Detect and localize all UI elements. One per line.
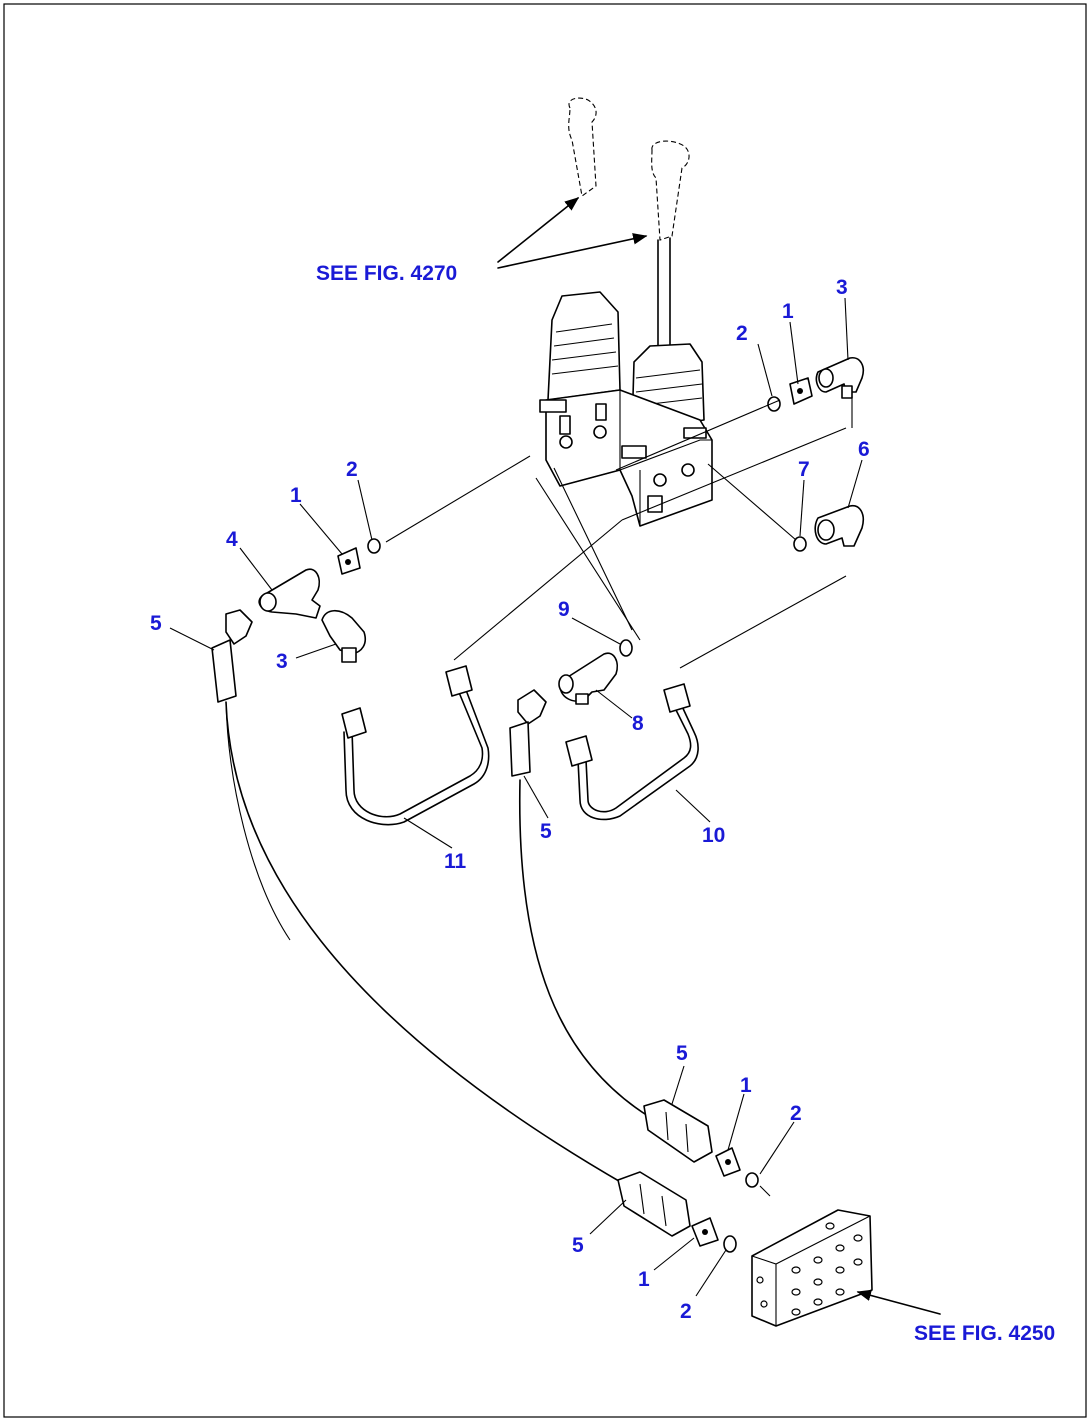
elbow bbox=[815, 356, 865, 399]
phantom-lines bbox=[385, 396, 853, 669]
reference-arrow bbox=[856, 1289, 941, 1315]
callout-numbers: 3 1 2 6 7 2 1 4 5 3 9 8 5 11 10 5 1 2 5 … bbox=[150, 276, 870, 1323]
tube-11 bbox=[341, 665, 490, 826]
callout-7: 7 bbox=[798, 458, 810, 481]
callout-10: 10 bbox=[702, 824, 725, 847]
callout-8: 8 bbox=[632, 712, 644, 735]
elbow-6 bbox=[814, 504, 865, 547]
reference-arrow bbox=[497, 233, 648, 269]
lever-left bbox=[568, 97, 597, 197]
manifold-block bbox=[751, 1209, 873, 1327]
hose bbox=[518, 779, 649, 1117]
drawing-frame bbox=[3, 3, 1087, 1418]
callout-4: 4 bbox=[226, 528, 238, 551]
callout-5: 5 bbox=[540, 820, 552, 843]
adapter bbox=[337, 547, 361, 575]
callout-2: 2 bbox=[736, 322, 748, 345]
tee-8 bbox=[558, 652, 619, 705]
o-ring bbox=[767, 396, 781, 412]
reference-arrow bbox=[497, 197, 580, 263]
o-ring bbox=[723, 1235, 737, 1253]
adapter bbox=[691, 1217, 719, 1247]
callout-9: 9 bbox=[558, 598, 570, 621]
callout-leaders bbox=[169, 297, 863, 1297]
hose-end-left bbox=[211, 609, 253, 703]
reference-label-bottom: SEE FIG. 4250 bbox=[914, 1322, 1055, 1345]
tube-10 bbox=[565, 683, 699, 821]
callout-2: 2 bbox=[346, 458, 358, 481]
callout-5: 5 bbox=[676, 1042, 688, 1065]
adapter bbox=[715, 1147, 741, 1177]
hose bbox=[225, 701, 625, 1185]
callout-3: 3 bbox=[836, 276, 848, 299]
hose-end-centre bbox=[509, 689, 547, 777]
o-ring bbox=[367, 538, 381, 554]
callout-5: 5 bbox=[150, 612, 162, 635]
callout-1: 1 bbox=[638, 1268, 650, 1291]
callout-1: 1 bbox=[290, 484, 302, 507]
callout-2: 2 bbox=[790, 1102, 802, 1125]
pilot-valve-assembly bbox=[539, 291, 713, 527]
tee-4 bbox=[258, 568, 321, 619]
o-ring bbox=[793, 536, 807, 552]
callout-3: 3 bbox=[276, 650, 288, 673]
adapter bbox=[789, 377, 813, 405]
o-ring bbox=[745, 1172, 759, 1188]
o-ring-9 bbox=[619, 639, 633, 657]
callout-2: 2 bbox=[680, 1300, 692, 1323]
callout-6: 6 bbox=[858, 438, 870, 461]
lever-right bbox=[651, 140, 690, 351]
callout-1: 1 bbox=[782, 300, 794, 323]
callout-5: 5 bbox=[572, 1234, 584, 1257]
callout-11: 11 bbox=[444, 850, 467, 873]
reference-label-top: SEE FIG. 4270 bbox=[316, 262, 457, 285]
elbow-3-left bbox=[321, 609, 367, 663]
callout-1: 1 bbox=[740, 1074, 752, 1097]
hose-end-lower-1 bbox=[643, 1099, 713, 1163]
hose-end-lower-2 bbox=[617, 1171, 691, 1237]
